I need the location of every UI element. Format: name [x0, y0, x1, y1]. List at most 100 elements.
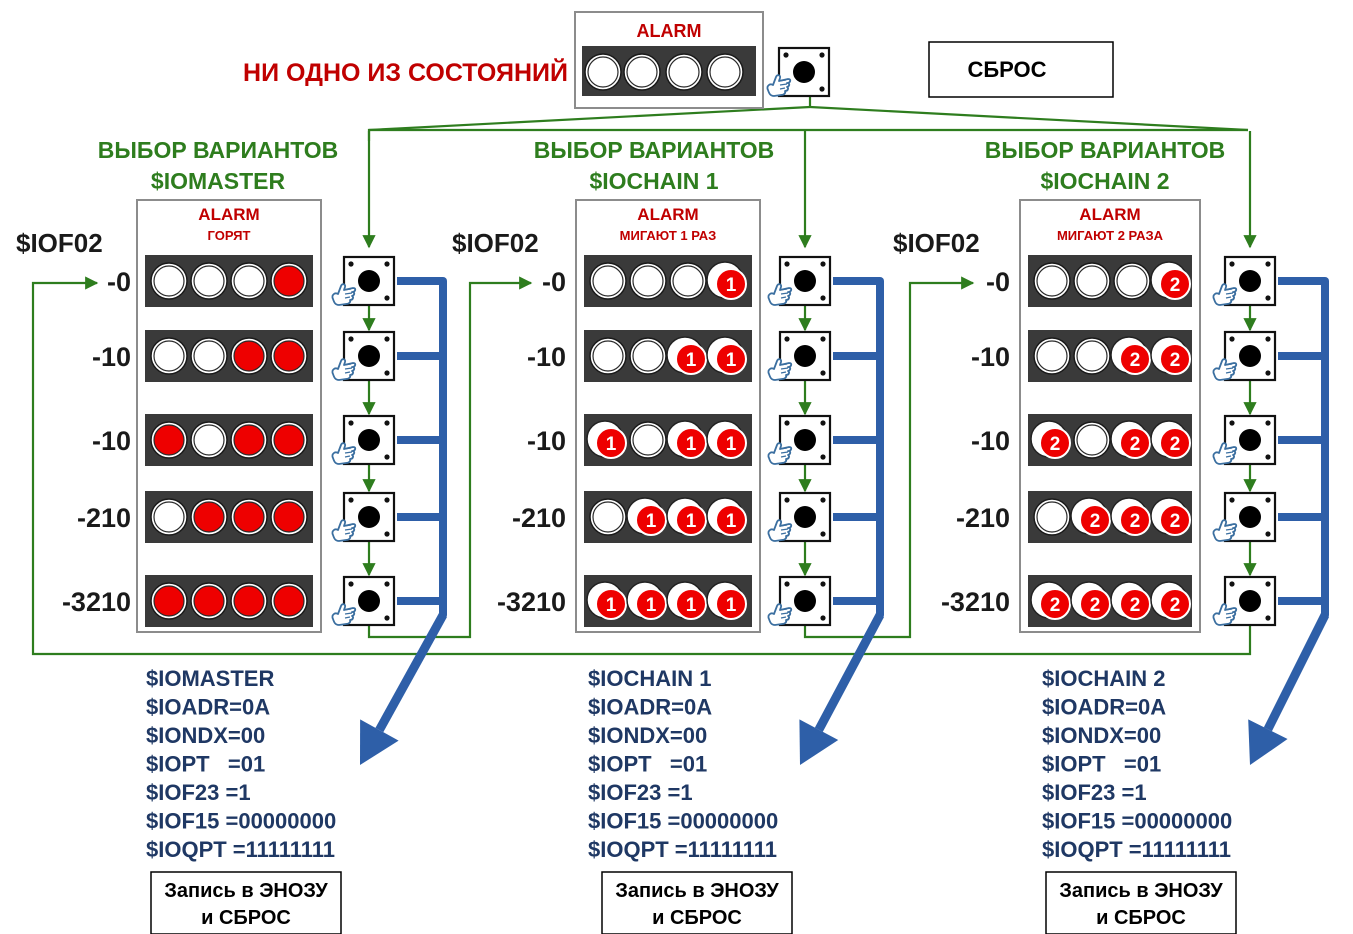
push-button[interactable] — [1223, 491, 1277, 543]
config-line: $IOF23 =1 — [588, 780, 693, 805]
led-on — [230, 498, 268, 536]
hand-pointer-icon — [1212, 519, 1238, 542]
hand-pointer-icon — [767, 358, 793, 381]
led-off — [150, 337, 188, 375]
connector-lines — [31, 96, 1257, 656]
led-on — [270, 498, 308, 536]
blink-count: 1 — [686, 595, 697, 616]
blink-count: 1 — [726, 434, 737, 455]
led-on: 1 — [666, 497, 707, 536]
hand-pointer-icon — [1212, 603, 1238, 626]
led-on: 2 — [1070, 581, 1111, 620]
led-off — [1033, 337, 1071, 375]
led-on: 1 — [586, 420, 627, 459]
row-label: -3210 — [941, 587, 1010, 617]
panel-heading-line1: ВЫБОР ВАРИАНТОВ — [985, 137, 1225, 163]
state-row: -0 — [107, 255, 396, 307]
hand-pointer-icon — [766, 74, 792, 97]
iof-label: $IOF02 — [893, 228, 980, 258]
led-on: 2 — [1150, 261, 1191, 300]
config-line: $IOQPT =11111111 — [588, 837, 777, 862]
config-line: $IOF23 =1 — [146, 780, 251, 805]
led-on — [190, 582, 228, 620]
config-line: $IOF15 =00000000 — [588, 809, 778, 834]
hand-pointer-icon — [1212, 283, 1238, 306]
led-off — [150, 262, 188, 300]
config-line: $IOCHAIN 2 — [1042, 666, 1165, 691]
config-line: $IOQPT =11111111 — [146, 837, 335, 862]
led-on — [230, 337, 268, 375]
top-push-button[interactable] — [766, 46, 831, 98]
config-line: $IOCHAIN 1 — [588, 666, 711, 691]
blink-count: 1 — [606, 434, 617, 455]
reset-label: СБРОС — [967, 57, 1046, 82]
config-line: $IOF15 =00000000 — [146, 809, 336, 834]
led-off — [1073, 337, 1111, 375]
led-on — [270, 262, 308, 300]
led-on: 1 — [626, 581, 667, 620]
led-off — [623, 53, 661, 91]
led-on — [190, 498, 228, 536]
row-label: -10 — [971, 342, 1010, 372]
blink-count: 2 — [1130, 511, 1141, 532]
row-label: -10 — [92, 426, 131, 456]
led-off — [584, 53, 622, 91]
config-block: $IOCHAIN 2$IOADR=0A$IONDX=00$IOPT =01$IO… — [1042, 666, 1232, 862]
blink-count: 1 — [726, 511, 737, 532]
panel-heading-line1: ВЫБОР ВАРИАНТОВ — [534, 137, 774, 163]
row-label: -210 — [512, 503, 566, 533]
blink-count: 2 — [1170, 275, 1181, 296]
config-line: $IOF23 =1 — [1042, 780, 1147, 805]
led-on: 2 — [1150, 497, 1191, 536]
led-off — [589, 498, 627, 536]
blink-count: 2 — [1170, 595, 1181, 616]
save-line2: и СБРОС — [1096, 907, 1186, 929]
row-label: -210 — [956, 503, 1010, 533]
top-section: ALARM НИ ОДНО ИЗ СОСТОЯНИЙ СБРОС — [243, 11, 1114, 109]
hand-pointer-icon — [331, 603, 357, 626]
led-off — [1113, 262, 1151, 300]
hand-pointer-icon — [1212, 442, 1238, 465]
row-label: -0 — [542, 267, 566, 297]
blink-count: 1 — [646, 595, 657, 616]
blue-arrowhead — [360, 719, 399, 765]
hand-pointer-icon — [767, 519, 793, 542]
led-off — [190, 262, 228, 300]
save-line1: Запись в ЭНОЗУ — [164, 880, 328, 902]
config-line: $IOPT =01 — [146, 752, 265, 777]
save-line1: Запись в ЭНОЗУ — [615, 880, 779, 902]
config-line: $IOPT =01 — [588, 752, 707, 777]
blink-count: 2 — [1170, 511, 1181, 532]
hand-pointer-icon — [767, 603, 793, 626]
led-off — [1033, 498, 1071, 536]
blink-count: 1 — [606, 595, 617, 616]
blink-count: 2 — [1130, 434, 1141, 455]
push-button[interactable] — [342, 491, 396, 543]
save-line2: и СБРОС — [201, 907, 291, 929]
led-on — [270, 582, 308, 620]
panel-alarm-label: ALARM — [637, 205, 698, 224]
panel-alarm-sub: МИГАЮТ 2 РАЗА — [1057, 228, 1164, 243]
blink-count: 1 — [686, 434, 697, 455]
state-row: -210 — [77, 491, 396, 543]
led-off — [1033, 262, 1071, 300]
led-on: 2 — [1070, 497, 1111, 536]
iof-label: $IOF02 — [452, 228, 539, 258]
config-block: $IOCHAIN 1$IOADR=0A$IONDX=00$IOPT =01$IO… — [588, 666, 778, 862]
led-on: 1 — [666, 581, 707, 620]
led-on: 1 — [706, 336, 747, 375]
led-off — [665, 53, 703, 91]
led-off — [629, 421, 667, 459]
config-line: $IOADR=0A — [1042, 695, 1166, 720]
led-off — [190, 337, 228, 375]
led-on — [230, 582, 268, 620]
blink-count: 1 — [726, 595, 737, 616]
hand-pointer-icon — [1212, 358, 1238, 381]
